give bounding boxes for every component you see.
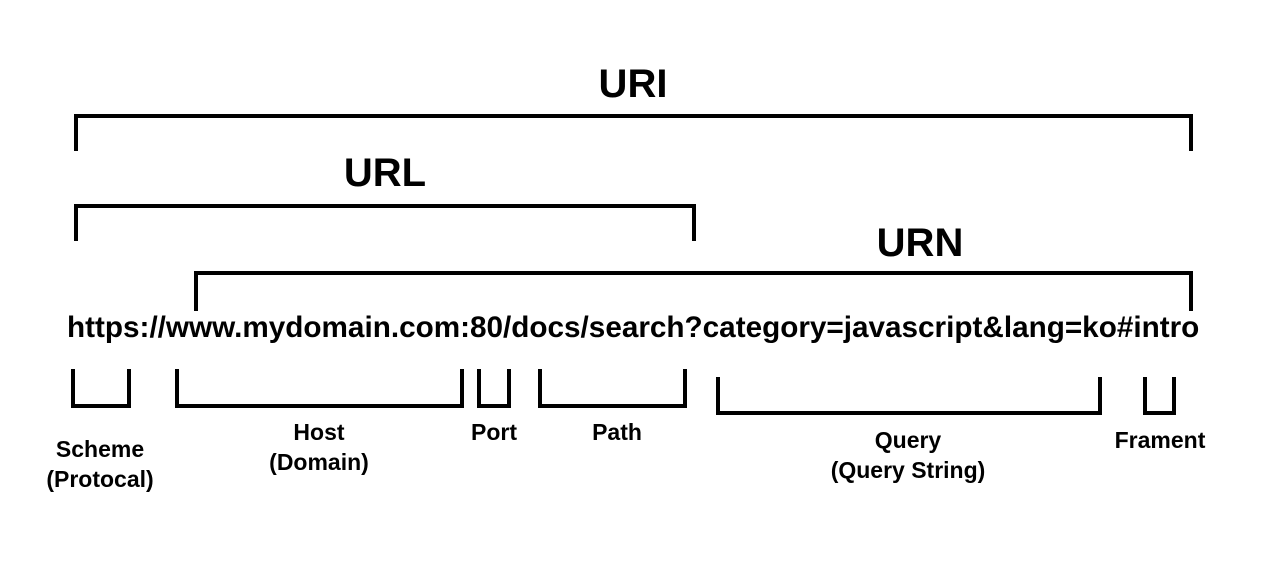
- url-label: URL: [343, 151, 427, 195]
- urn-label: URN: [876, 221, 964, 265]
- fragment-label: Frament: [1115, 425, 1206, 455]
- port-label-line-1: Port: [471, 419, 517, 445]
- url-bracket: [74, 204, 696, 241]
- query-bracket: [716, 377, 1102, 415]
- uri-label: URI: [598, 62, 668, 106]
- path-label-line-1: Path: [592, 419, 642, 445]
- full-uri-text: https://www.mydomain.com:80/docs/search?…: [67, 311, 1200, 344]
- urn-bracket: [194, 271, 1193, 311]
- path-label: Path: [592, 417, 642, 447]
- query-label-line-1: Query: [874, 427, 942, 453]
- host-label-line-2: (Domain): [269, 449, 369, 475]
- scheme-label: Scheme (Protocal): [46, 434, 153, 494]
- scheme-label-line-1: Scheme: [55, 436, 145, 462]
- port-bracket: [477, 369, 511, 408]
- host-bracket: [175, 369, 464, 408]
- port-label: Port: [471, 417, 517, 447]
- uri-bracket: [74, 114, 1193, 151]
- fragment-bracket: [1143, 377, 1176, 415]
- query-label: Query (Query String): [831, 425, 986, 485]
- fragment-label-line-1: Frament: [1114, 427, 1206, 453]
- host-label: Host (Domain): [269, 417, 369, 477]
- query-label-line-2: (Query String): [830, 457, 986, 483]
- path-bracket: [538, 369, 687, 408]
- scheme-label-line-2: (Protocal): [46, 466, 154, 492]
- host-label-line-1: Host: [293, 419, 345, 445]
- scheme-bracket: [71, 369, 131, 408]
